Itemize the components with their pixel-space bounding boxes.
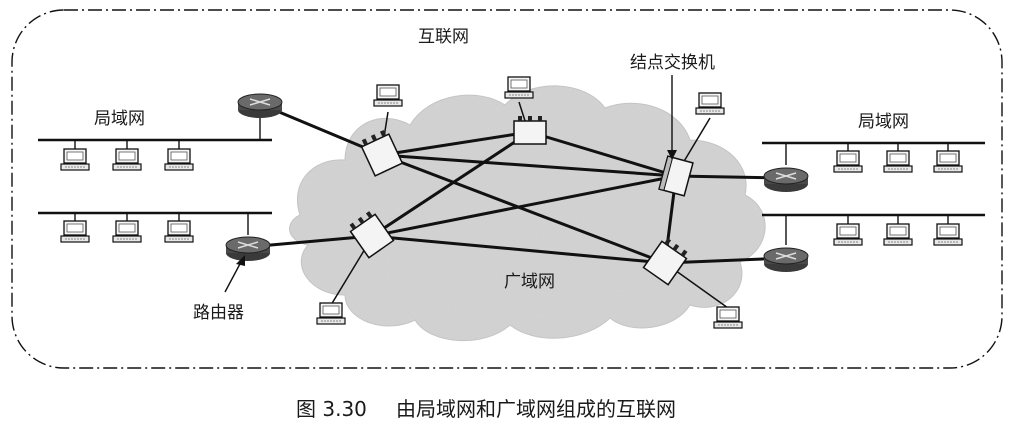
computer-icon [60, 220, 90, 243]
link-sw1-sw5 [380, 153, 667, 265]
computer-icon [164, 148, 194, 171]
computer-icon [833, 150, 863, 173]
computer-icon [112, 220, 142, 243]
router-callout-arrow [224, 255, 245, 293]
link-sw2-sw3 [370, 130, 532, 238]
switch-node [349, 211, 395, 259]
computer-icon [695, 92, 725, 115]
computer-icon [164, 220, 194, 243]
computer-icon [833, 223, 863, 246]
switch-callout-arrow [667, 75, 677, 160]
link-sw2-sw4 [370, 174, 678, 238]
computer-icon [883, 223, 913, 246]
label-lan-right: 局域网 [858, 112, 909, 132]
label-router: 路由器 [193, 303, 244, 323]
router-icon [225, 236, 271, 261]
computer-icon [933, 223, 963, 246]
computer-icon [373, 84, 403, 107]
link-sw1-sw4 [380, 153, 678, 178]
switch-node [658, 155, 694, 197]
computer-icon [60, 148, 90, 171]
computer-icon [883, 150, 913, 173]
switch-nodes [349, 116, 694, 286]
label-wan: 广域网 [504, 272, 555, 292]
router-icon [763, 167, 809, 192]
computer-icon [112, 148, 142, 171]
label-switch-node: 结点交换机 [630, 53, 715, 73]
label-internet: 互联网 [418, 27, 469, 47]
figure-caption-number: 图 3.30 [296, 397, 367, 421]
figure-caption-text: 由局域网和广域网组成的互联网 [396, 397, 676, 421]
computer-icon [933, 150, 963, 173]
label-lan-left: 局域网 [94, 109, 145, 129]
internet-boundary [11, 9, 1003, 369]
computer-icon [316, 302, 346, 325]
switch-node [513, 116, 547, 145]
computer-icon [504, 76, 534, 99]
routers [225, 93, 809, 272]
computers [60, 76, 963, 329]
switch-node [360, 129, 404, 177]
router-icon [763, 247, 809, 272]
computer-icon [713, 306, 743, 329]
link-sw1-sw3 [380, 130, 532, 157]
link-sw2-sw5 [370, 234, 667, 265]
link-sw3-sw4 [528, 130, 678, 178]
router-icon [237, 93, 283, 118]
switch-node [642, 238, 688, 286]
